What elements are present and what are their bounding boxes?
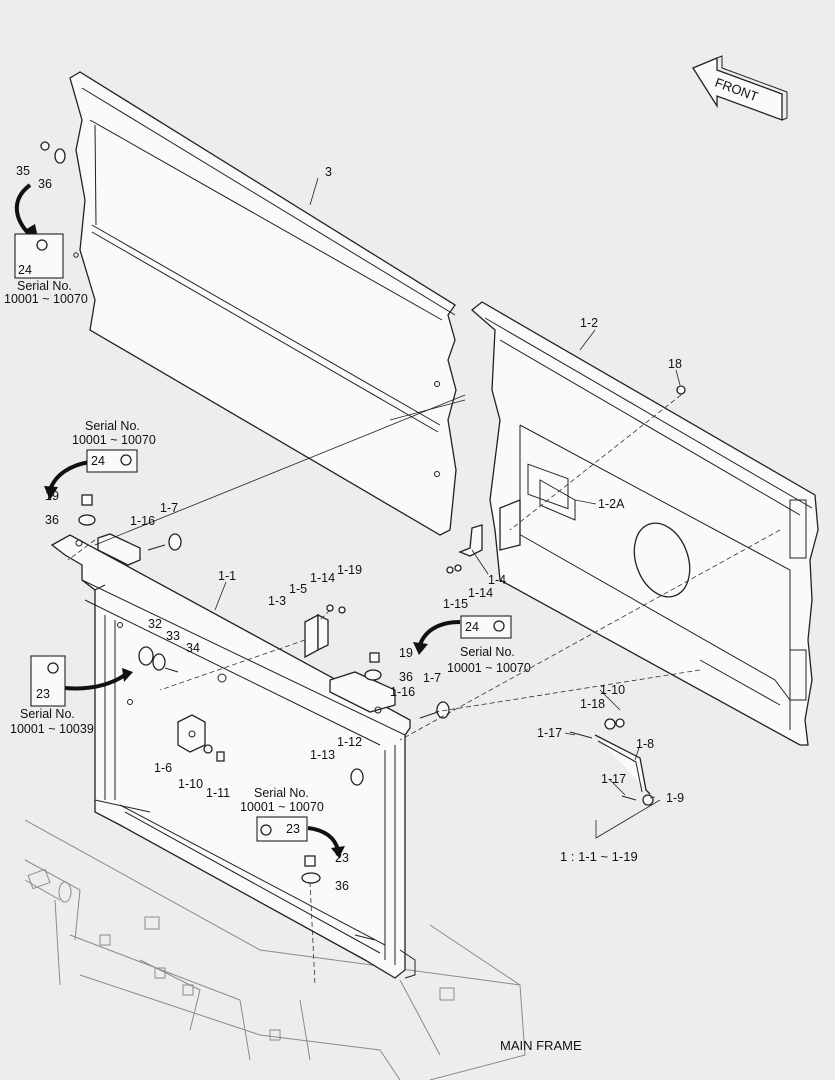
callout: 32 (148, 617, 162, 631)
callout: 1-9 (666, 791, 684, 805)
callout: 36 (38, 177, 52, 191)
callout: 1-17 (537, 726, 562, 740)
fasteners (40, 141, 686, 884)
serial-note-range: 10001 ~ 10070 (447, 661, 531, 675)
serial-note-part: 24 (18, 263, 32, 277)
callout: 1-14 (468, 586, 493, 600)
bracket-1-4[interactable] (458, 499, 521, 557)
callout: 19 (399, 646, 413, 660)
callout: 1-8 (636, 737, 654, 751)
rod-1-8[interactable] (594, 718, 654, 806)
serial-note-1: Serial No. 10001 ~ 10070 24 (72, 419, 156, 473)
callout: 1-14 (310, 571, 335, 585)
serial-note-3: 23 Serial No. 10001 ~ 10039 (10, 655, 94, 736)
callout: 36 (399, 670, 413, 684)
bracket-1-3[interactable] (304, 613, 329, 659)
serial-note-title: Serial No. (85, 419, 140, 433)
callout: 1-3 (268, 594, 286, 608)
serial-note-range: 10001 ~ 10070 (72, 433, 156, 447)
callout: 1-16 (390, 685, 415, 699)
callout: 1-2A (598, 497, 625, 511)
frame-1-1[interactable] (50, 533, 416, 979)
callout: 1-7 (423, 671, 441, 685)
callout: 1-4 (488, 573, 506, 587)
callout: 1-10 (600, 683, 625, 697)
callout: 1-11 (206, 786, 230, 800)
serial-note-part: 23 (36, 687, 50, 701)
callout: 35 (16, 164, 30, 178)
range-note: 1 : 1-1 ~ 1-19 (560, 849, 638, 864)
callout: 1-19 (337, 563, 362, 577)
callout: 1-12 (337, 735, 362, 749)
main-frame-outline (24, 819, 526, 1080)
callout: 1-13 (310, 748, 335, 762)
callout: 1-10 (178, 777, 203, 791)
callout: 34 (186, 641, 200, 655)
serial-note-part: 24 (465, 620, 479, 634)
callout: 36 (335, 879, 349, 893)
assembly-lines (67, 394, 781, 986)
callout: 1-2 (580, 316, 598, 330)
callout: 1-5 (289, 582, 307, 596)
serial-note-part: 24 (91, 454, 105, 468)
serial-note-range: 10001 ~ 10039 (10, 722, 94, 736)
callout: 1-6 (154, 761, 172, 775)
callout: 1-15 (443, 597, 468, 611)
serial-note-range: 10001 ~ 10070 (240, 800, 324, 814)
callout: 23 (335, 851, 349, 865)
serial-note-title: Serial No. (460, 645, 515, 659)
callout: 1-1 (218, 569, 236, 583)
callout: 1-18 (580, 697, 605, 711)
serial-note-range: 10001 ~ 10070 (4, 292, 88, 306)
callout: 18 (668, 357, 682, 371)
callout: 1-16 (130, 514, 155, 528)
panel-1-2[interactable] (470, 301, 819, 746)
front-arrow: FRONT (692, 55, 788, 121)
serial-note-title: Serial No. (17, 279, 72, 293)
callout-labels: 3 35 36 1-2 18 1-2A 19 36 1-16 1-7 1-1 1… (16, 164, 684, 893)
leader-lines (214, 177, 681, 839)
serial-note-part: 23 (286, 822, 300, 836)
callout: 33 (166, 629, 180, 643)
callout: 1-7 (160, 501, 178, 515)
bracket-1-6[interactable] (177, 714, 206, 753)
serial-note-4: Serial No. 10001 ~ 10070 23 (240, 786, 324, 842)
serial-note-title: Serial No. (20, 707, 75, 721)
callout: 3 (325, 165, 332, 179)
callout: 19 (45, 489, 59, 503)
callout: 36 (45, 513, 59, 527)
serial-note-title: Serial No. (254, 786, 309, 800)
panel-3[interactable] (69, 71, 457, 536)
serial-note-2: 24 Serial No. 10001 ~ 10070 (447, 615, 531, 675)
serial-note-0: 24 Serial No. 10001 ~ 10070 (4, 233, 88, 306)
main-frame-label: MAIN FRAME (500, 1038, 582, 1053)
callout: 1-17 (601, 772, 626, 786)
